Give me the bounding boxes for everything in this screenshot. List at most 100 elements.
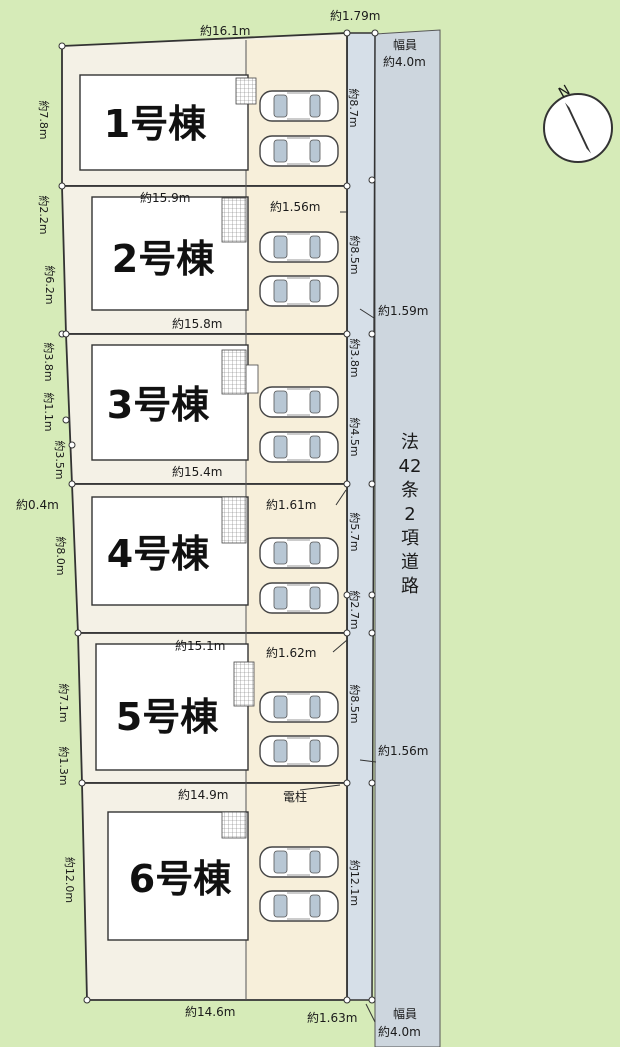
vertical-dimension-labels: 約7.8m 約8.7m 約2.2m 約6.2m 約8.5m 約3.8m 約1.1… bbox=[37, 88, 362, 906]
dim-lot4-right-b: 約2.7m bbox=[348, 590, 362, 629]
boundary-pins bbox=[58, 29, 379, 1004]
dim-lot3-right-a: 約3.8m bbox=[348, 338, 362, 377]
dim-road-bottom-label: 幅員 bbox=[393, 1006, 417, 1021]
car-icon bbox=[259, 135, 339, 167]
dim-bottom-right: 約1.63m bbox=[307, 1010, 357, 1025]
boundary-pin bbox=[368, 629, 376, 637]
dim-b5-right-gap: 約1.62m bbox=[266, 645, 316, 660]
dim-left-offset: 約0.4m bbox=[16, 497, 59, 512]
boundary-pin bbox=[371, 29, 379, 37]
dim-b2-bottom: 約15.8m bbox=[172, 316, 222, 331]
boundary-pin bbox=[343, 629, 351, 637]
boundary-pin bbox=[343, 480, 351, 488]
dim-b2-right-gap: 約1.56m bbox=[270, 199, 320, 214]
boundary-pin bbox=[368, 591, 376, 599]
car-icon bbox=[259, 90, 339, 122]
boundary-pin bbox=[368, 176, 376, 184]
boundary-pin bbox=[343, 330, 351, 338]
boundary-pin bbox=[58, 42, 66, 50]
road-label-char: 項 bbox=[401, 528, 419, 549]
building-label-3: 3号棟 bbox=[107, 383, 210, 427]
building-label-2: 2号棟 bbox=[112, 237, 215, 281]
boundary-pin bbox=[62, 416, 70, 424]
boundary-pin bbox=[343, 591, 351, 599]
boundary-pin bbox=[343, 779, 351, 787]
boundary-pin bbox=[68, 480, 76, 488]
car-icon bbox=[259, 582, 339, 614]
boundary-pin bbox=[368, 330, 376, 338]
road-label-char: 条 bbox=[401, 480, 419, 501]
building-label-6: 6号棟 bbox=[129, 857, 232, 901]
car-icon bbox=[259, 231, 339, 263]
dim-road-bottom-width: 約4.0m bbox=[378, 1024, 421, 1039]
dim-lot4-left: 約8.0m bbox=[54, 536, 68, 575]
dim-lot6-right: 約12.1m bbox=[348, 860, 362, 906]
dim-top-right: 約1.79m bbox=[330, 8, 380, 23]
car-icon bbox=[259, 691, 339, 723]
dim-lot2-right: 約8.5m bbox=[348, 235, 362, 274]
boundary-pin bbox=[68, 441, 76, 449]
parked-cars bbox=[259, 90, 339, 922]
dim-lot4-right-a: 約5.7m bbox=[348, 512, 362, 551]
building-label-1: 1号棟 bbox=[104, 102, 207, 146]
dim-lot3-right-b: 約4.5m bbox=[348, 417, 362, 456]
dim-lot1-left: 約7.8m bbox=[37, 100, 51, 139]
dim-road-top-width: 約4.0m bbox=[383, 54, 426, 69]
dim-b3-bottom: 約15.4m bbox=[172, 464, 222, 479]
building-labels: 1号棟 2号棟 3号棟 4号棟 5号棟 6号棟 bbox=[104, 102, 232, 901]
boundary-pin bbox=[78, 779, 86, 787]
boundary-pin bbox=[368, 996, 376, 1004]
compass: N bbox=[543, 82, 613, 163]
road-label: 法 42 条 2 項道路 bbox=[399, 432, 422, 597]
boundary-pin bbox=[83, 996, 91, 1004]
dim-bottom-width: 約14.6m bbox=[185, 1004, 235, 1019]
boundary-pin bbox=[343, 182, 351, 190]
entry-hatches bbox=[221, 77, 257, 839]
road-label-char: 道 bbox=[401, 552, 419, 573]
dim-lot3-left-a: 約3.8m bbox=[42, 342, 56, 381]
car-icon bbox=[259, 846, 339, 878]
road-label-char: 2 bbox=[404, 504, 415, 525]
car-icon bbox=[259, 386, 339, 418]
dim-road-gap-2: 約1.56m bbox=[378, 743, 428, 758]
compass-needle bbox=[564, 102, 592, 154]
building-label-4: 4号棟 bbox=[107, 532, 210, 576]
dim-lot5-right: 約8.5m bbox=[348, 684, 362, 723]
steps bbox=[245, 364, 259, 394]
dim-b6-top: 約14.9m bbox=[178, 787, 228, 802]
car-icon bbox=[259, 735, 339, 767]
leader-lines bbox=[299, 211, 377, 1023]
dim-lot2-left-b: 約6.2m bbox=[43, 265, 57, 304]
road-label-char: 42 bbox=[399, 456, 422, 477]
dim-lot1-right: 約8.7m bbox=[347, 88, 361, 127]
road bbox=[374, 29, 441, 1047]
car-icon bbox=[259, 537, 339, 569]
boundary-pin bbox=[368, 779, 376, 787]
dim-b5-top: 約15.1m bbox=[175, 638, 225, 653]
dim-lot5-left-a: 約7.1m bbox=[57, 683, 71, 722]
dimension-labels: 約16.1m 約1.79m 幅員 約4.0m 約15.9m 約1.56m 約15… bbox=[16, 8, 428, 1039]
boundary-pin bbox=[343, 996, 351, 1004]
road-label-char: 路 bbox=[401, 576, 419, 597]
boundary-pin bbox=[368, 480, 376, 488]
dim-lot2-left-a: 約2.2m bbox=[37, 195, 51, 234]
car-icon bbox=[259, 890, 339, 922]
dim-lot5-left-b: 約1.3m bbox=[57, 746, 71, 785]
dim-lot3-left-b: 約1.1m bbox=[42, 392, 56, 431]
dim-b4-right-gap: 約1.61m bbox=[266, 497, 316, 512]
boundary-pin bbox=[74, 629, 82, 637]
boundary-pin bbox=[343, 29, 351, 37]
dim-road-gap-1: 約1.59m bbox=[378, 303, 428, 318]
dim-lot3-left-c: 約3.5m bbox=[53, 440, 67, 479]
car-icon bbox=[259, 275, 339, 307]
building-label-5: 5号棟 bbox=[116, 695, 219, 739]
dim-top-width: 約16.1m bbox=[200, 23, 250, 38]
dim-road-top-label: 幅員 bbox=[393, 37, 417, 52]
road-label-char: 法 bbox=[401, 432, 419, 453]
utility-pole-label: 電柱 bbox=[283, 789, 307, 804]
dim-b2-top: 約15.9m bbox=[140, 190, 190, 205]
dim-lot6-left: 約12.0m bbox=[63, 857, 77, 903]
car-icon bbox=[259, 431, 339, 463]
